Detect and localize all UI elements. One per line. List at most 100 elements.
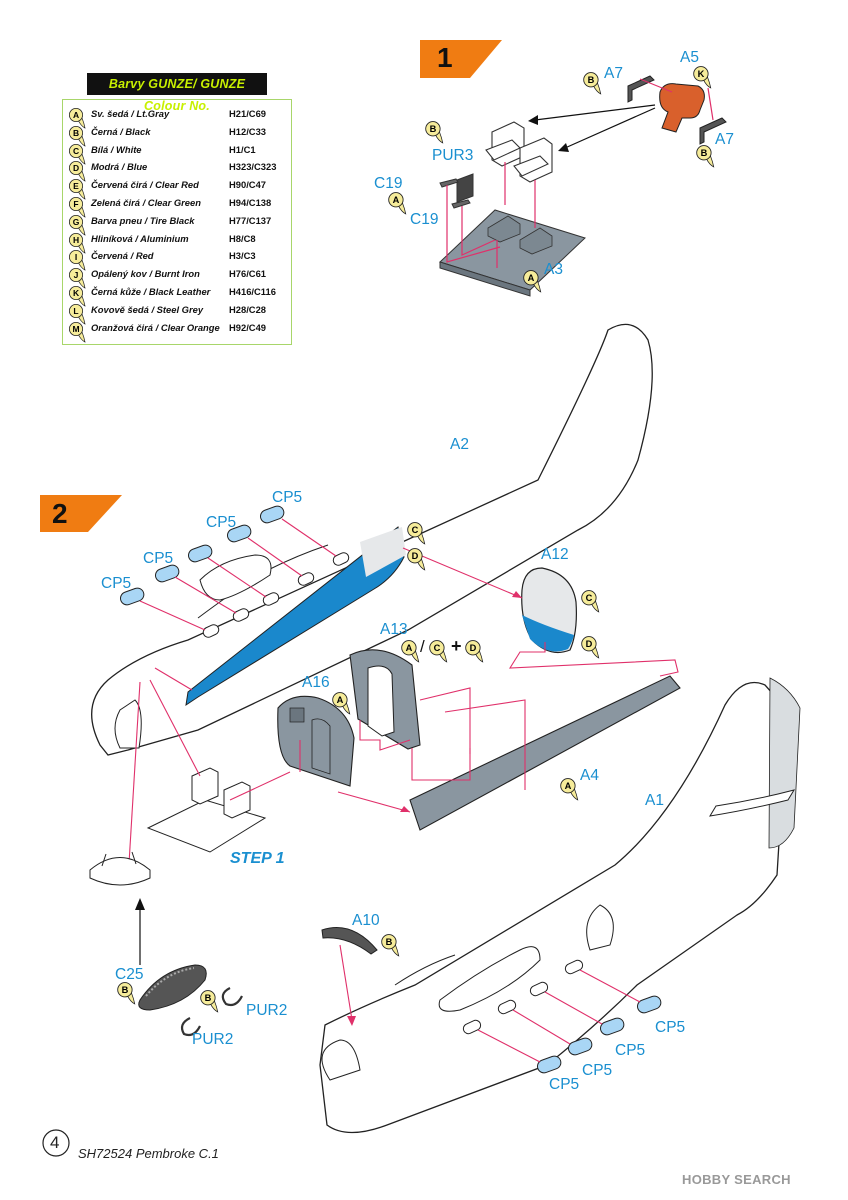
svg-text:K: K [698,69,705,79]
colour-letter-badge: F [67,196,86,218]
part-a12-bulkhead [521,567,577,653]
label-c25: C25 [115,966,144,983]
label-a1: A1 [645,792,664,809]
colour-name: Opálený kov / Burnt Iron [91,268,200,280]
label-a4: A4 [580,767,599,784]
svg-text:B: B [73,128,79,138]
svg-text:B: B [386,937,393,947]
page-number: 4 [50,1133,60,1152]
svg-text:F: F [73,199,78,209]
part-c19 [439,173,474,209]
label-cp5-8: CP5 [549,1076,580,1093]
label-pur2-b: PUR2 [192,1031,234,1048]
svg-text:B: B [588,75,595,85]
step1-number: 1 [437,42,453,73]
svg-text:A: A [565,781,572,791]
colour-name: Černá / Black [91,125,151,137]
part-a16-bulkhead [277,695,355,787]
svg-text:B: B [701,148,708,158]
svg-text:A: A [393,195,400,205]
label-a10: A10 [352,912,380,929]
label-cp5-7: CP5 [582,1062,613,1079]
label-c19-b: C19 [410,211,439,228]
colour-callout-badge: D [579,635,601,664]
svg-text:H: H [73,235,79,245]
colour-name: Kovově šedá / Steel Grey [91,303,204,315]
label-a16: A16 [302,674,330,691]
svg-text:C: C [412,525,419,535]
colour-callout-badge: A [521,269,543,298]
label-a12: A12 [541,546,569,563]
colour-callout-badge: C [405,521,427,550]
label-a13-slash: / [420,637,425,656]
colour-letter-badge: J [67,267,86,289]
step2-number: 2 [52,498,68,529]
colour-callout-badge: D [463,639,485,668]
step1-subassembly [146,767,267,853]
svg-text:D: D [412,551,419,561]
colour-callout-badge: A [330,691,352,720]
colour-callout-badge: C [427,639,449,668]
svg-text:D: D [470,643,477,653]
colour-callout-badge: A [558,777,580,806]
step2-banner [40,495,122,532]
label-pur2-a: PUR2 [246,1002,288,1019]
colour-code: H323/C323 [229,161,277,173]
colour-letter-badge: H [67,232,86,254]
colour-code: H94/C138 [229,197,272,208]
part-a10 [321,927,378,955]
svg-text:G: G [73,217,80,227]
colour-letter-badge: E [67,178,86,200]
colour-code: H1/C1 [229,143,256,155]
colour-name: Sv. šedá / Lt.Gray [91,108,170,119]
colour-name: Zelená čirá / Clear Green [91,197,201,208]
colour-table-title: Barvy GUNZE/ GUNZE Colour No. [87,73,267,113]
label-a7-right: A7 [715,131,734,148]
svg-text:C: C [586,593,593,603]
colour-code: H21/C69 [229,108,267,119]
part-a13-bulkhead [349,649,421,750]
colour-code: H90/C47 [229,179,267,191]
label-cp5-6: CP5 [615,1042,646,1059]
colour-name: Červená čirá / Clear Red [91,179,199,191]
colour-callout-badge: B [581,71,603,100]
label-cp5-4: CP5 [101,575,132,592]
watermark: HOBBY SEARCH [682,1172,791,1187]
colour-callout-badge: B [379,933,401,962]
label-a13-plus: + [451,636,462,656]
colour-name: Červená / Red [91,250,154,262]
part-pur2 [180,987,243,1037]
colour-code: H3/C3 [229,250,256,262]
colour-letter-badge: K [67,285,86,307]
cp5-windows-lower [537,995,662,1074]
colour-code: H12/C33 [229,125,267,137]
colour-name: Bílá / White [91,143,142,155]
svg-text:K: K [73,288,80,298]
a1-windows [462,959,584,1035]
colour-callout-badge: A [386,191,408,220]
colour-callout-badge: C [579,589,601,618]
colour-code: H28/C28 [229,303,267,315]
label-a7-top: A7 [604,65,623,82]
part-pur3-seats [485,121,553,183]
colour-callout-badge: B [694,144,716,173]
svg-text:C: C [434,643,441,653]
colour-code: H92/C49 [229,321,267,333]
svg-text:A: A [528,273,535,283]
colour-letter-badge: M [67,321,86,343]
part-c25 [89,851,207,1011]
svg-text:D: D [586,639,593,649]
step1-pink-lines [446,78,714,268]
colour-row: F Zelená čirá / Clear Green H94/C138 [63,195,291,218]
svg-text:B: B [122,985,129,995]
colour-letter-badge: G [67,214,86,236]
